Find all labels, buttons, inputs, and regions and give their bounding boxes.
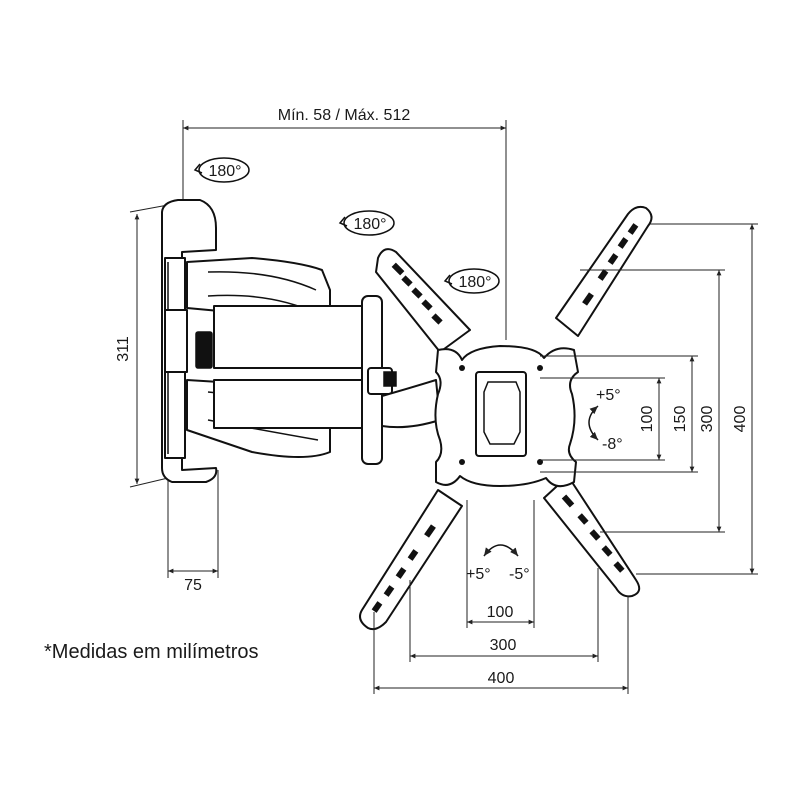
- rotation-mid-joint: 180°: [338, 210, 395, 236]
- vesa-vertical-dimensions: 100 150 300 400: [540, 223, 758, 575]
- rotation-wall-joint: 180°: [193, 157, 250, 183]
- swivel-right-label: -5°: [509, 566, 530, 583]
- wall-plate-width-label: 75: [184, 577, 202, 594]
- vesa-h-400-label: 400: [488, 670, 515, 687]
- wall-plate-height-label: 311: [115, 336, 132, 362]
- vesa-v-400-label: 400: [732, 406, 749, 433]
- vesa-v-300-label: 300: [699, 406, 716, 433]
- wall-plate-height-dimension: 311: [115, 204, 169, 488]
- rotation-label: 180°: [458, 274, 491, 291]
- swivel-indicator: +5° -5°: [466, 544, 530, 583]
- vesa-h-300-label: 300: [490, 637, 517, 654]
- wall-plate-width-dimension: 75: [167, 470, 219, 594]
- units-note: *Medidas em milímetros: [44, 641, 259, 663]
- rotation-label: 180°: [208, 163, 241, 180]
- vesa-v-150-label: 150: [672, 406, 689, 433]
- swivel-left-label: +5°: [466, 566, 491, 583]
- arm-pivot: [361, 295, 441, 465]
- upper-arm: [186, 257, 373, 369]
- tilt-down-label: -8°: [602, 436, 623, 453]
- lower-arm: [186, 379, 375, 458]
- tilt-up-label: +5°: [596, 387, 621, 404]
- vesa-v-100-label: 100: [639, 406, 656, 433]
- vesa-bracket: [359, 205, 653, 631]
- rotation-label: 180°: [353, 216, 386, 233]
- reach-dimension: Mín. 58 / Máx. 512: [182, 107, 507, 340]
- vesa-h-100-label: 100: [487, 604, 514, 621]
- bracket-slots: [371, 223, 639, 613]
- wall-plate: [161, 199, 218, 483]
- rotation-head-joint: 180°: [443, 268, 500, 294]
- tilt-indicator: +5° -8°: [588, 387, 623, 453]
- reach-label: Mín. 58 / Máx. 512: [278, 107, 411, 124]
- vesa-horizontal-dimensions: 100 300 400: [373, 500, 629, 694]
